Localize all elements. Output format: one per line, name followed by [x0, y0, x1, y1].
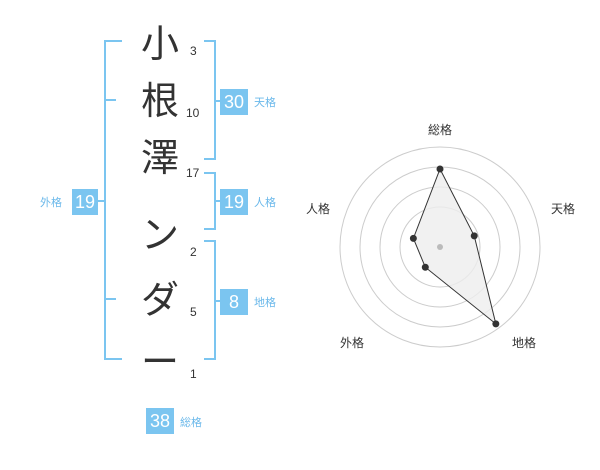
- name-char-6: ー: [140, 340, 179, 384]
- radar-label-chikaku: 地格: [512, 335, 536, 350]
- radar-grid-ring: [339, 146, 541, 348]
- radar-point: [436, 165, 444, 173]
- gaikaku-bracket-tick: [104, 298, 116, 300]
- radar-label-jinkaku: 人格: [306, 201, 330, 216]
- soukaku-badge: 38: [146, 408, 174, 434]
- radar-point: [492, 320, 500, 328]
- radar-point: [421, 263, 429, 271]
- jinkaku-bracket-stub: [216, 200, 220, 202]
- stroke-count-4: 2: [190, 245, 197, 259]
- name-char-5: ダ: [140, 278, 179, 322]
- tenkaku-bracket-stub: [216, 100, 220, 102]
- radar-point: [470, 232, 478, 240]
- chikaku-badge: 8: [220, 289, 248, 315]
- name-char-3: 澤: [140, 136, 179, 180]
- tenkaku-badge: 30: [220, 89, 248, 115]
- chikaku-bracket: [204, 240, 216, 360]
- gaikaku-label: 外格: [40, 196, 62, 209]
- stroke-count-3: 17: [186, 166, 200, 180]
- radar-center: [437, 244, 443, 250]
- radar-label-tenkaku: 天格: [551, 201, 575, 216]
- radar-area: [412, 167, 497, 326]
- soukaku-label: 総格: [180, 416, 202, 429]
- radar-points: [409, 165, 500, 328]
- radar-point: [409, 234, 417, 242]
- stroke-count-6: 1: [190, 367, 197, 381]
- gaikaku-bracket: [104, 40, 122, 360]
- name-char-2: 根: [140, 79, 179, 123]
- tenkaku-bracket: [204, 40, 216, 160]
- tenkaku-label: 天格: [254, 96, 276, 109]
- jinkaku-label: 人格: [254, 196, 276, 209]
- jinkaku-bracket: [204, 172, 216, 230]
- radar-label-soukaku: 総格: [428, 122, 452, 137]
- gaikaku-bracket-stub: [98, 200, 104, 202]
- name-char-1: 小: [140, 22, 179, 66]
- name-char-4: ン: [140, 213, 179, 257]
- stroke-count-1: 3: [190, 44, 197, 58]
- gaikaku-badge: 19: [72, 189, 98, 215]
- radar-label-gaikaku: 外格: [340, 335, 364, 350]
- stroke-count-5: 5: [190, 305, 197, 319]
- stroke-count-2: 10: [186, 106, 200, 120]
- jinkaku-badge: 19: [220, 189, 248, 215]
- chikaku-bracket-stub: [216, 300, 220, 302]
- gaikaku-bracket-tick: [104, 99, 116, 101]
- chikaku-label: 地格: [254, 296, 276, 309]
